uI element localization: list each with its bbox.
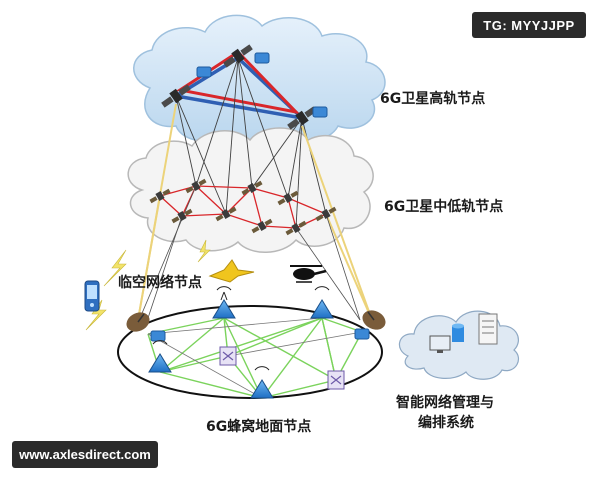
watermark-bottom-left: www.axlesdirect.com — [12, 441, 158, 468]
geo-layer-label: 6G卫星高轨节点 — [380, 91, 486, 107]
cell-towers — [148, 286, 334, 399]
leo-satellites — [149, 178, 337, 236]
mgmt-cloud — [398, 310, 519, 380]
cell-tower-icon — [148, 340, 172, 373]
lightning-icon — [197, 239, 211, 263]
geo-satellite-icon — [161, 84, 191, 108]
leo-satellite-icon — [171, 208, 193, 224]
mgmt-label-line2: 编排系统 — [418, 415, 474, 431]
aerial-layer-label: 临空网络节点 — [118, 275, 202, 291]
leo-satellite-icon — [149, 188, 171, 204]
cell-tower-icon — [212, 286, 236, 319]
geo-satellites — [161, 44, 328, 130]
geo-to-leo-links — [175, 57, 327, 229]
leo-satellite-icon — [185, 178, 207, 194]
mgmt-label-line1: 智能网络管理与 — [396, 395, 494, 411]
helicopter-icon — [290, 265, 327, 283]
leo-satellite-icon — [277, 190, 299, 206]
router-icon — [354, 328, 370, 340]
feeder-links — [137, 103, 373, 321]
switch-icon — [219, 346, 237, 366]
server-icon — [478, 313, 498, 345]
watermark-top-right: TG: MYYJJPP — [472, 12, 586, 38]
switches — [219, 346, 345, 390]
router-icon — [312, 106, 328, 118]
leo-layer-label: 6G卫星中低轨节点 — [384, 199, 504, 215]
cell-tower-icon — [250, 366, 274, 399]
ground-aux-links — [147, 317, 363, 399]
leo-satellite-icon — [215, 206, 237, 222]
leo-to-ground-links — [139, 185, 361, 321]
router-icon — [254, 52, 270, 64]
geo-satellite-icon — [223, 44, 253, 68]
monitor-icon — [429, 335, 451, 353]
leo-satellite-icon — [285, 220, 307, 236]
dish-icon — [126, 312, 150, 332]
leo-satellite-icon — [251, 218, 273, 234]
uav-icon — [208, 259, 255, 283]
leo-satellite-icon — [315, 206, 337, 222]
dish-icon — [362, 310, 386, 330]
switch-icon — [327, 370, 345, 390]
lightning-icon — [103, 249, 127, 287]
ground-layer-label: 6G蜂窝地面节点 — [206, 419, 312, 435]
leo-satellite-icon — [241, 180, 263, 196]
ground-network-boundary — [117, 305, 383, 399]
database-icon — [452, 323, 464, 342]
router-icon — [150, 330, 166, 342]
phone-icon — [84, 280, 100, 312]
ground-links — [147, 317, 363, 399]
router-icon — [196, 66, 212, 78]
cell-tower-icon — [310, 286, 334, 319]
